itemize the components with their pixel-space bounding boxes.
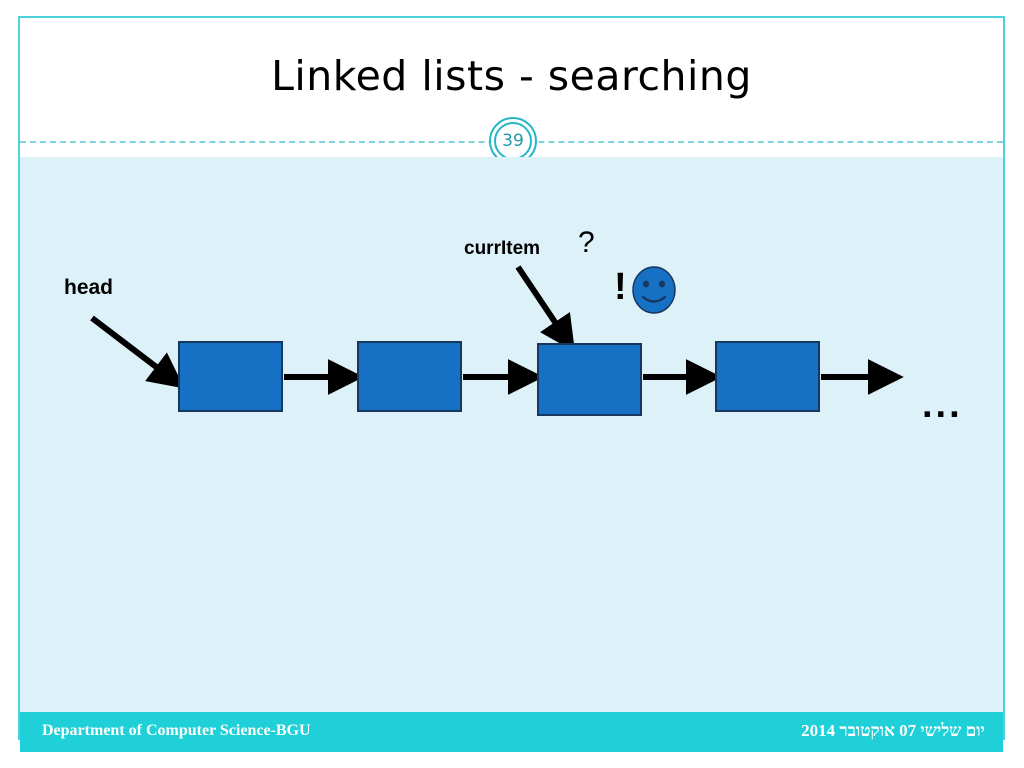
footer-department-text: Department of Computer Science-BGU	[42, 722, 311, 739]
page-title: Linked lists - searching	[271, 52, 752, 100]
footer-date-text: יום שלישי 07 אוקטובר 2014	[801, 721, 985, 740]
slide-frame-border	[18, 16, 1005, 740]
slide-footer: Department of Computer Science-BGU יום ש…	[20, 712, 1003, 752]
slide-content-area	[20, 157, 1003, 712]
